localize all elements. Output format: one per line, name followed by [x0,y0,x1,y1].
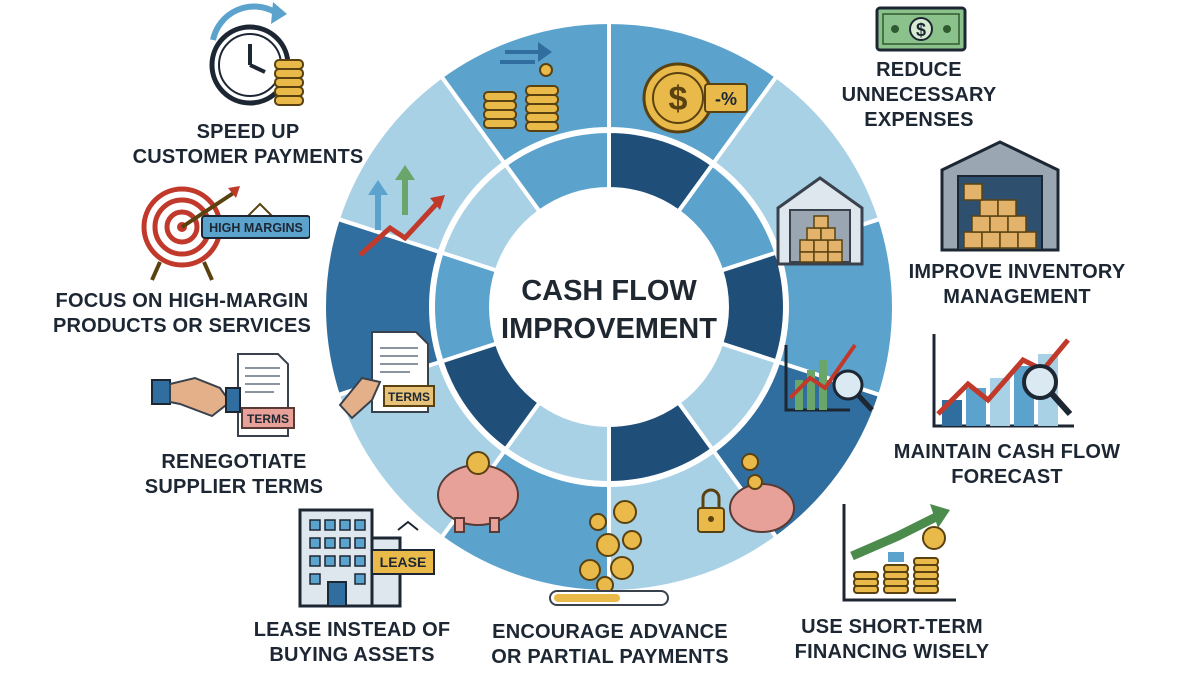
target-icon: HIGH MARGINS [141,186,310,281]
label-short-term-financing: USE SHORT-TERM FINANCING WISELY [794,616,990,663]
svg-text:$: $ [669,80,688,118]
wheel-piggy-icon [437,451,519,533]
center-disc [494,192,724,422]
forecast-chart-icon [932,334,1074,428]
clock-coins-icon [209,2,304,106]
label-cash-flow-forecast: MAINTAIN CASH FLOW FORECAST [893,441,1121,488]
high-margins-tag: HIGH MARGINS [209,221,303,235]
wheel-dollar-discount-icon: $ -% [642,62,748,134]
svg-text:$: $ [916,20,926,40]
wheel-terms-document-icon: TERMS [338,331,435,420]
wheel-growth-arrows-icon [358,165,445,257]
wheel-chart-magnifier-icon [784,343,874,412]
label-renegotiate-supplier-terms: RENEGOTIATE SUPPLIER TERMS [144,451,324,498]
label-lease-instead-of-buying: LEASE INSTEAD OF BUYING ASSETS [253,619,451,666]
wheel-coins-progress-icon [549,500,669,606]
inner-ring [431,128,787,486]
label-inventory-management: IMPROVE INVENTORY MANAGEMENT [908,261,1126,308]
wheel-lock-piggy-icon [697,453,795,533]
wheel-coins-arrow-icon [483,42,559,132]
center-title: CASH FLOW IMPROVEMENT [501,272,717,348]
inner-segment [502,128,611,215]
center-title-line1: CASH FLOW [521,275,697,307]
label-encourage-advance-payments: ENCOURAGE ADVANCE OR PARTIAL PAYMENTS [491,621,729,668]
growth-chart-icon [842,504,956,602]
discount-tag: -% [715,89,737,109]
lease-tag: LEASE [380,554,427,570]
banknote-icon: $ [875,6,967,52]
wheel-warehouse-icon [776,176,864,266]
wheel-terms-tag: TERMS [388,390,430,404]
warehouse-icon [940,140,1060,252]
building-icon: LEASE [298,508,435,608]
handshake-icon: TERMS [151,353,295,437]
label-speed-up-customer-payments: SPEED UP CUSTOMER PAYMENTS [132,121,364,168]
label-reduce-expenses: REDUCE UNNECESSARY EXPENSES [841,59,997,131]
center-title-line2: IMPROVEMENT [501,313,717,345]
label-focus-high-margin: FOCUS ON HIGH-MARGIN PRODUCTS OR SERVICE… [52,290,312,337]
terms-tag: TERMS [247,412,289,426]
